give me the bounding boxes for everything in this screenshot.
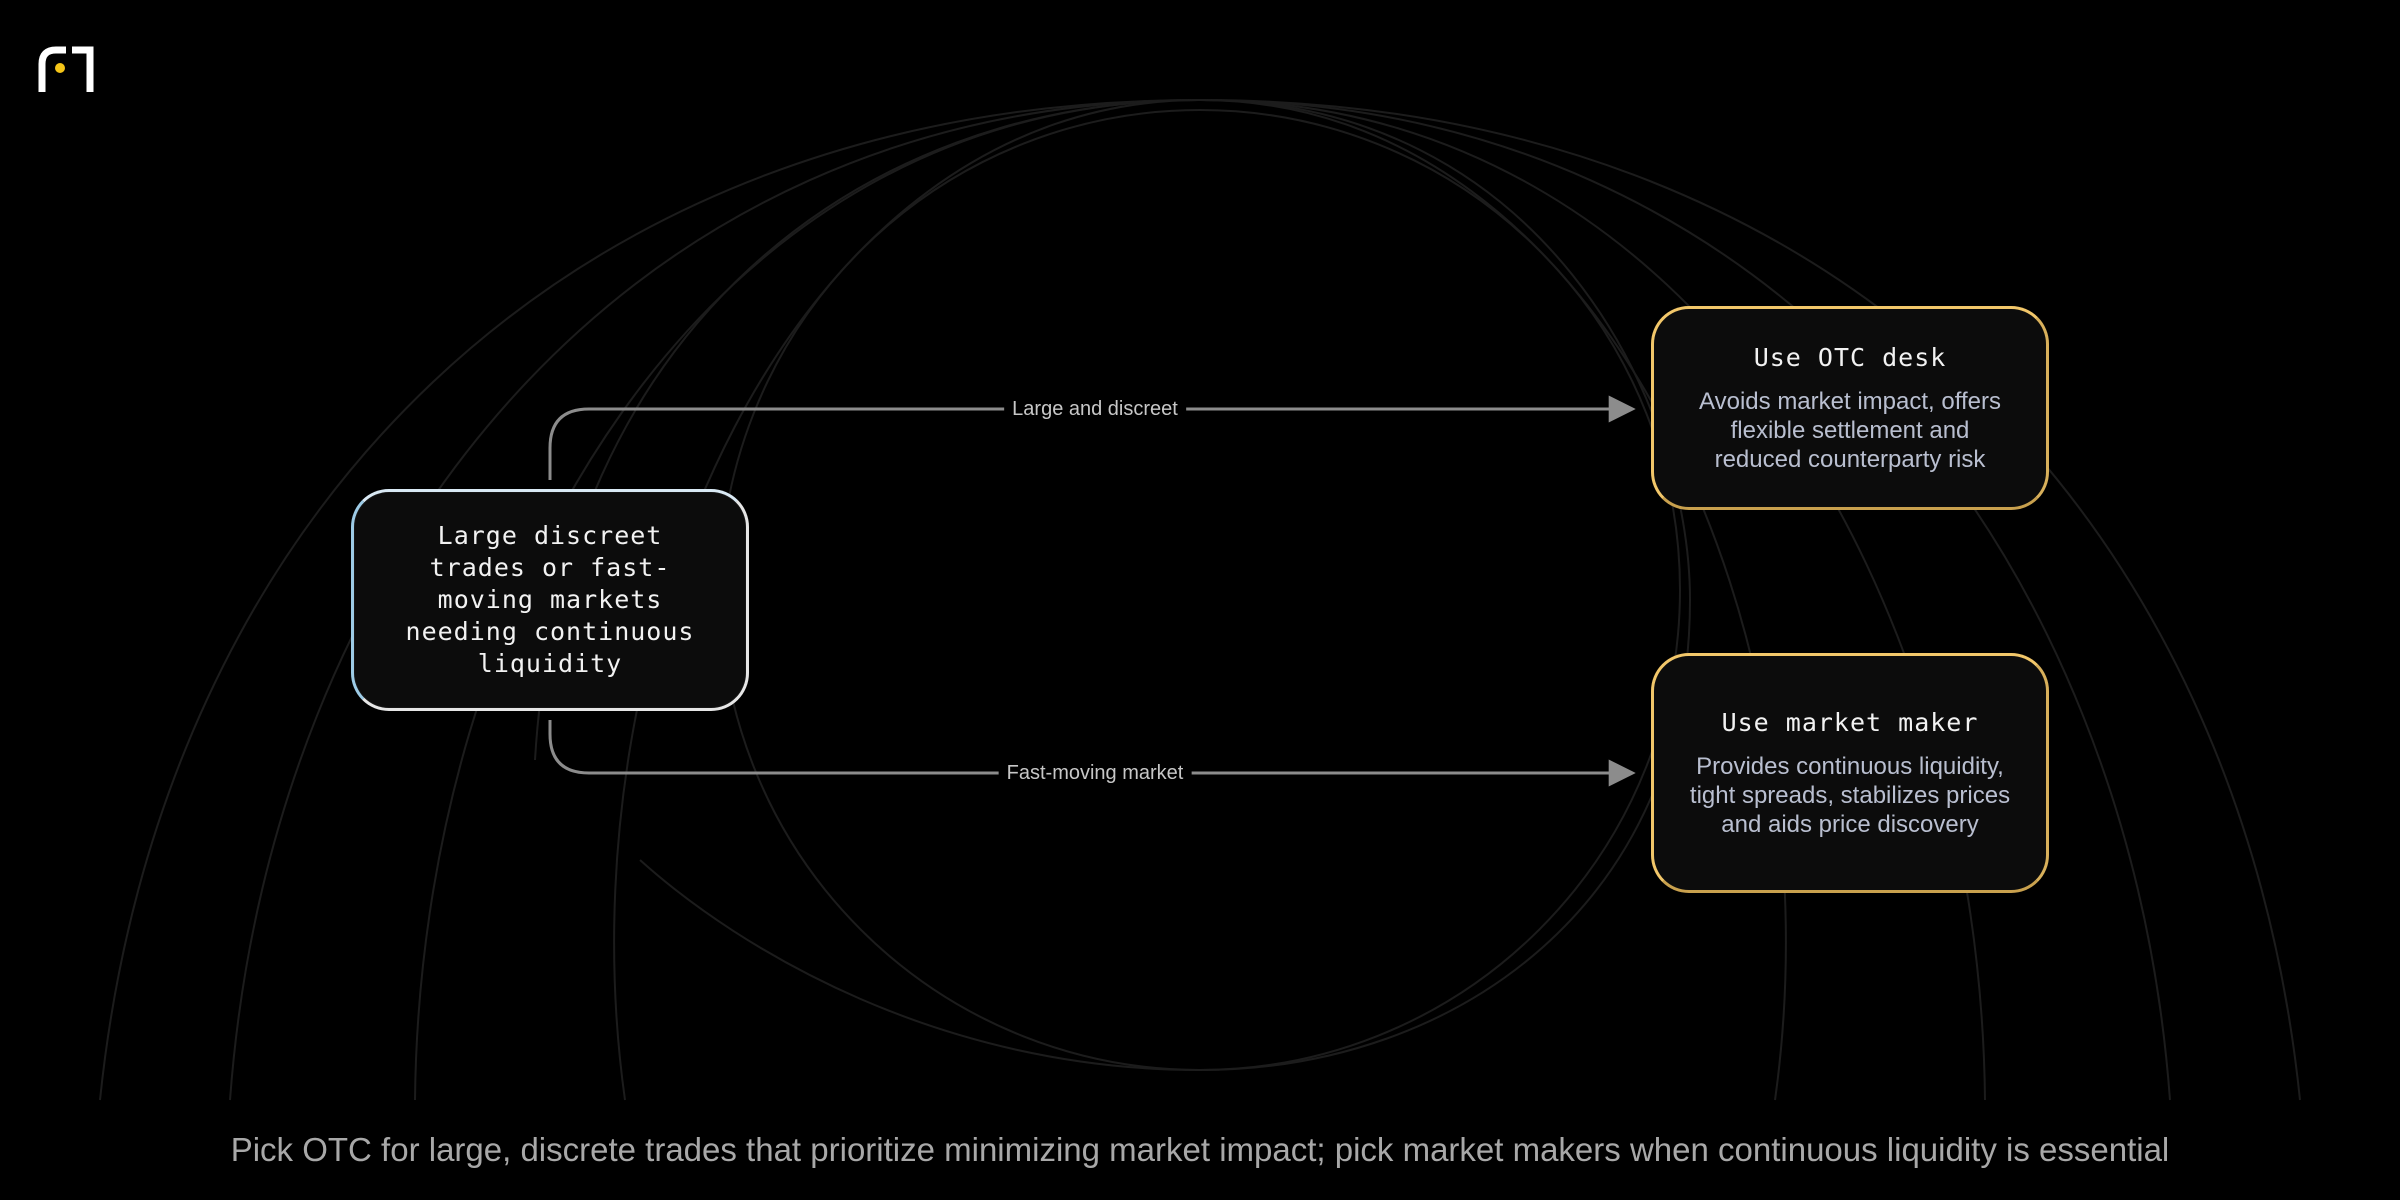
market-maker-description: Provides continuous liquidity, tight spr… <box>1689 752 2011 838</box>
edge-to-market-maker <box>548 720 1636 787</box>
edge-label-fast-moving: Fast-moving market <box>998 761 1192 785</box>
source-node: Large discreet trades or fast-moving mar… <box>351 489 749 711</box>
footer-caption: Pick OTC for large, discrete trades that… <box>230 1131 2170 1168</box>
otc-desk-node: Use OTC desk Avoids market impact, offer… <box>1651 306 2049 510</box>
source-node-title: Large discreet trades or fast-moving mar… <box>405 521 695 678</box>
background-arc <box>534 98 1692 1072</box>
edge-to-otc <box>548 395 1636 480</box>
market-maker-node: Use market maker Provides continuous liq… <box>1651 653 2049 893</box>
otc-desk-description: Avoids market impact, offers flexible se… <box>1699 387 2001 473</box>
market-maker-title: Use market maker <box>1721 707 1979 737</box>
brand-logo-icon <box>38 46 94 92</box>
otc-desk-title: Use OTC desk <box>1753 342 1947 372</box>
edge-label-large-discreet: Large and discreet <box>1004 397 1186 421</box>
